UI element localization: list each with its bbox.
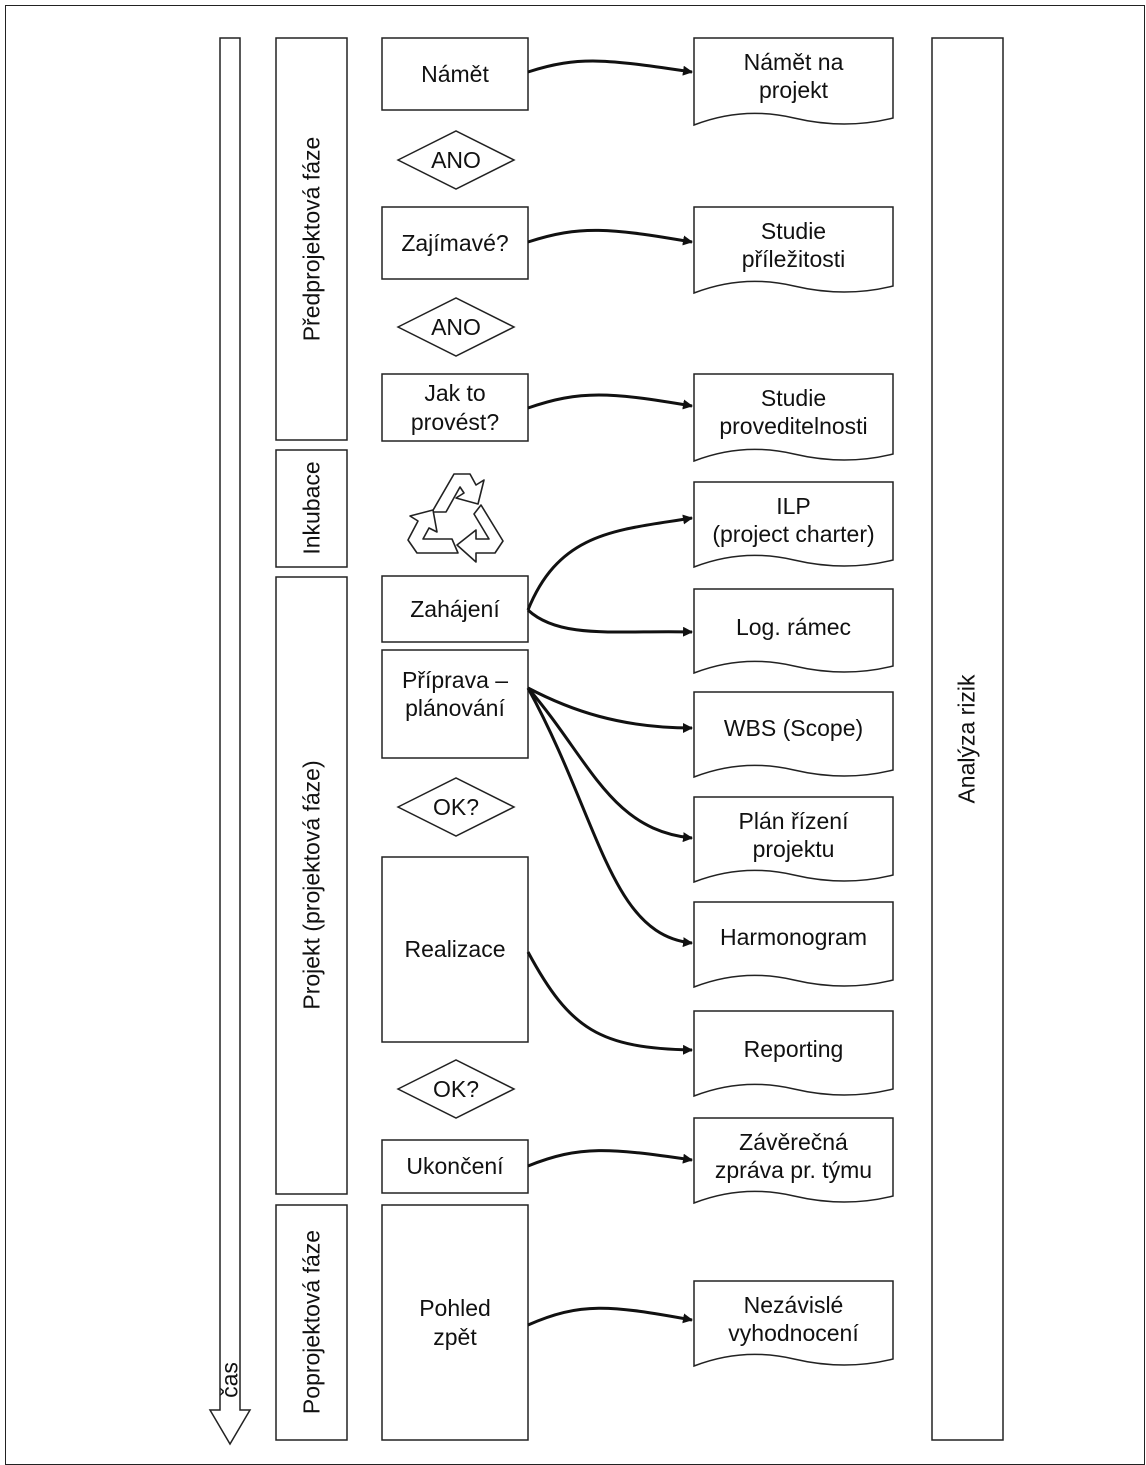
step-box-interesting xyxy=(381,206,529,280)
arrow-initiation-to-logframe xyxy=(526,608,693,637)
doc-project-idea xyxy=(693,37,894,127)
phase-box-post-project xyxy=(275,1204,348,1441)
arrow-preparation-to-schedule xyxy=(526,687,693,948)
arrow-interesting-to-opportunity-study xyxy=(527,228,693,246)
step-box-how xyxy=(381,373,529,442)
doc-logframe xyxy=(693,588,894,675)
step-box-preparation xyxy=(381,649,529,759)
risk-analysis-box xyxy=(931,37,1004,1441)
step-box-realization xyxy=(381,856,529,1043)
doc-ilp xyxy=(693,481,894,569)
time-arrow xyxy=(208,37,252,1446)
arrow-initiation-to-ilp xyxy=(526,514,693,611)
doc-opportunity-study xyxy=(693,206,894,295)
arrow-preparation-to-management-plan xyxy=(526,687,693,843)
step-box-closure xyxy=(381,1139,529,1194)
arrow-review-to-independent-eval xyxy=(527,1306,693,1327)
doc-feasibility-study xyxy=(693,373,894,463)
decision-diamond-yes-1 xyxy=(396,130,516,190)
arrow-closure-to-final-report xyxy=(527,1149,693,1168)
doc-schedule xyxy=(693,901,894,989)
phase-box-incubation xyxy=(275,449,348,568)
decision-diamond-yes-2 xyxy=(396,297,516,357)
doc-reporting xyxy=(693,1010,894,1098)
step-box-initiation xyxy=(381,575,529,643)
doc-management-plan xyxy=(693,796,894,884)
doc-wbs xyxy=(693,691,894,779)
doc-independent-eval xyxy=(693,1280,894,1368)
phase-box-project xyxy=(275,576,348,1195)
arrow-how-to-feasibility-study xyxy=(527,393,693,410)
arrow-realization-to-reporting xyxy=(526,951,693,1055)
step-box-idea xyxy=(381,37,529,111)
decision-diamond-ok-2 xyxy=(396,1059,516,1119)
phase-box-pre-project xyxy=(275,37,348,441)
arrow-idea-to-project-idea xyxy=(527,59,693,76)
doc-final-report xyxy=(693,1117,894,1205)
arrow-preparation-to-wbs xyxy=(527,686,693,733)
step-box-review xyxy=(381,1204,529,1441)
recycle-icon xyxy=(407,473,504,563)
decision-diamond-ok-1 xyxy=(396,777,516,837)
